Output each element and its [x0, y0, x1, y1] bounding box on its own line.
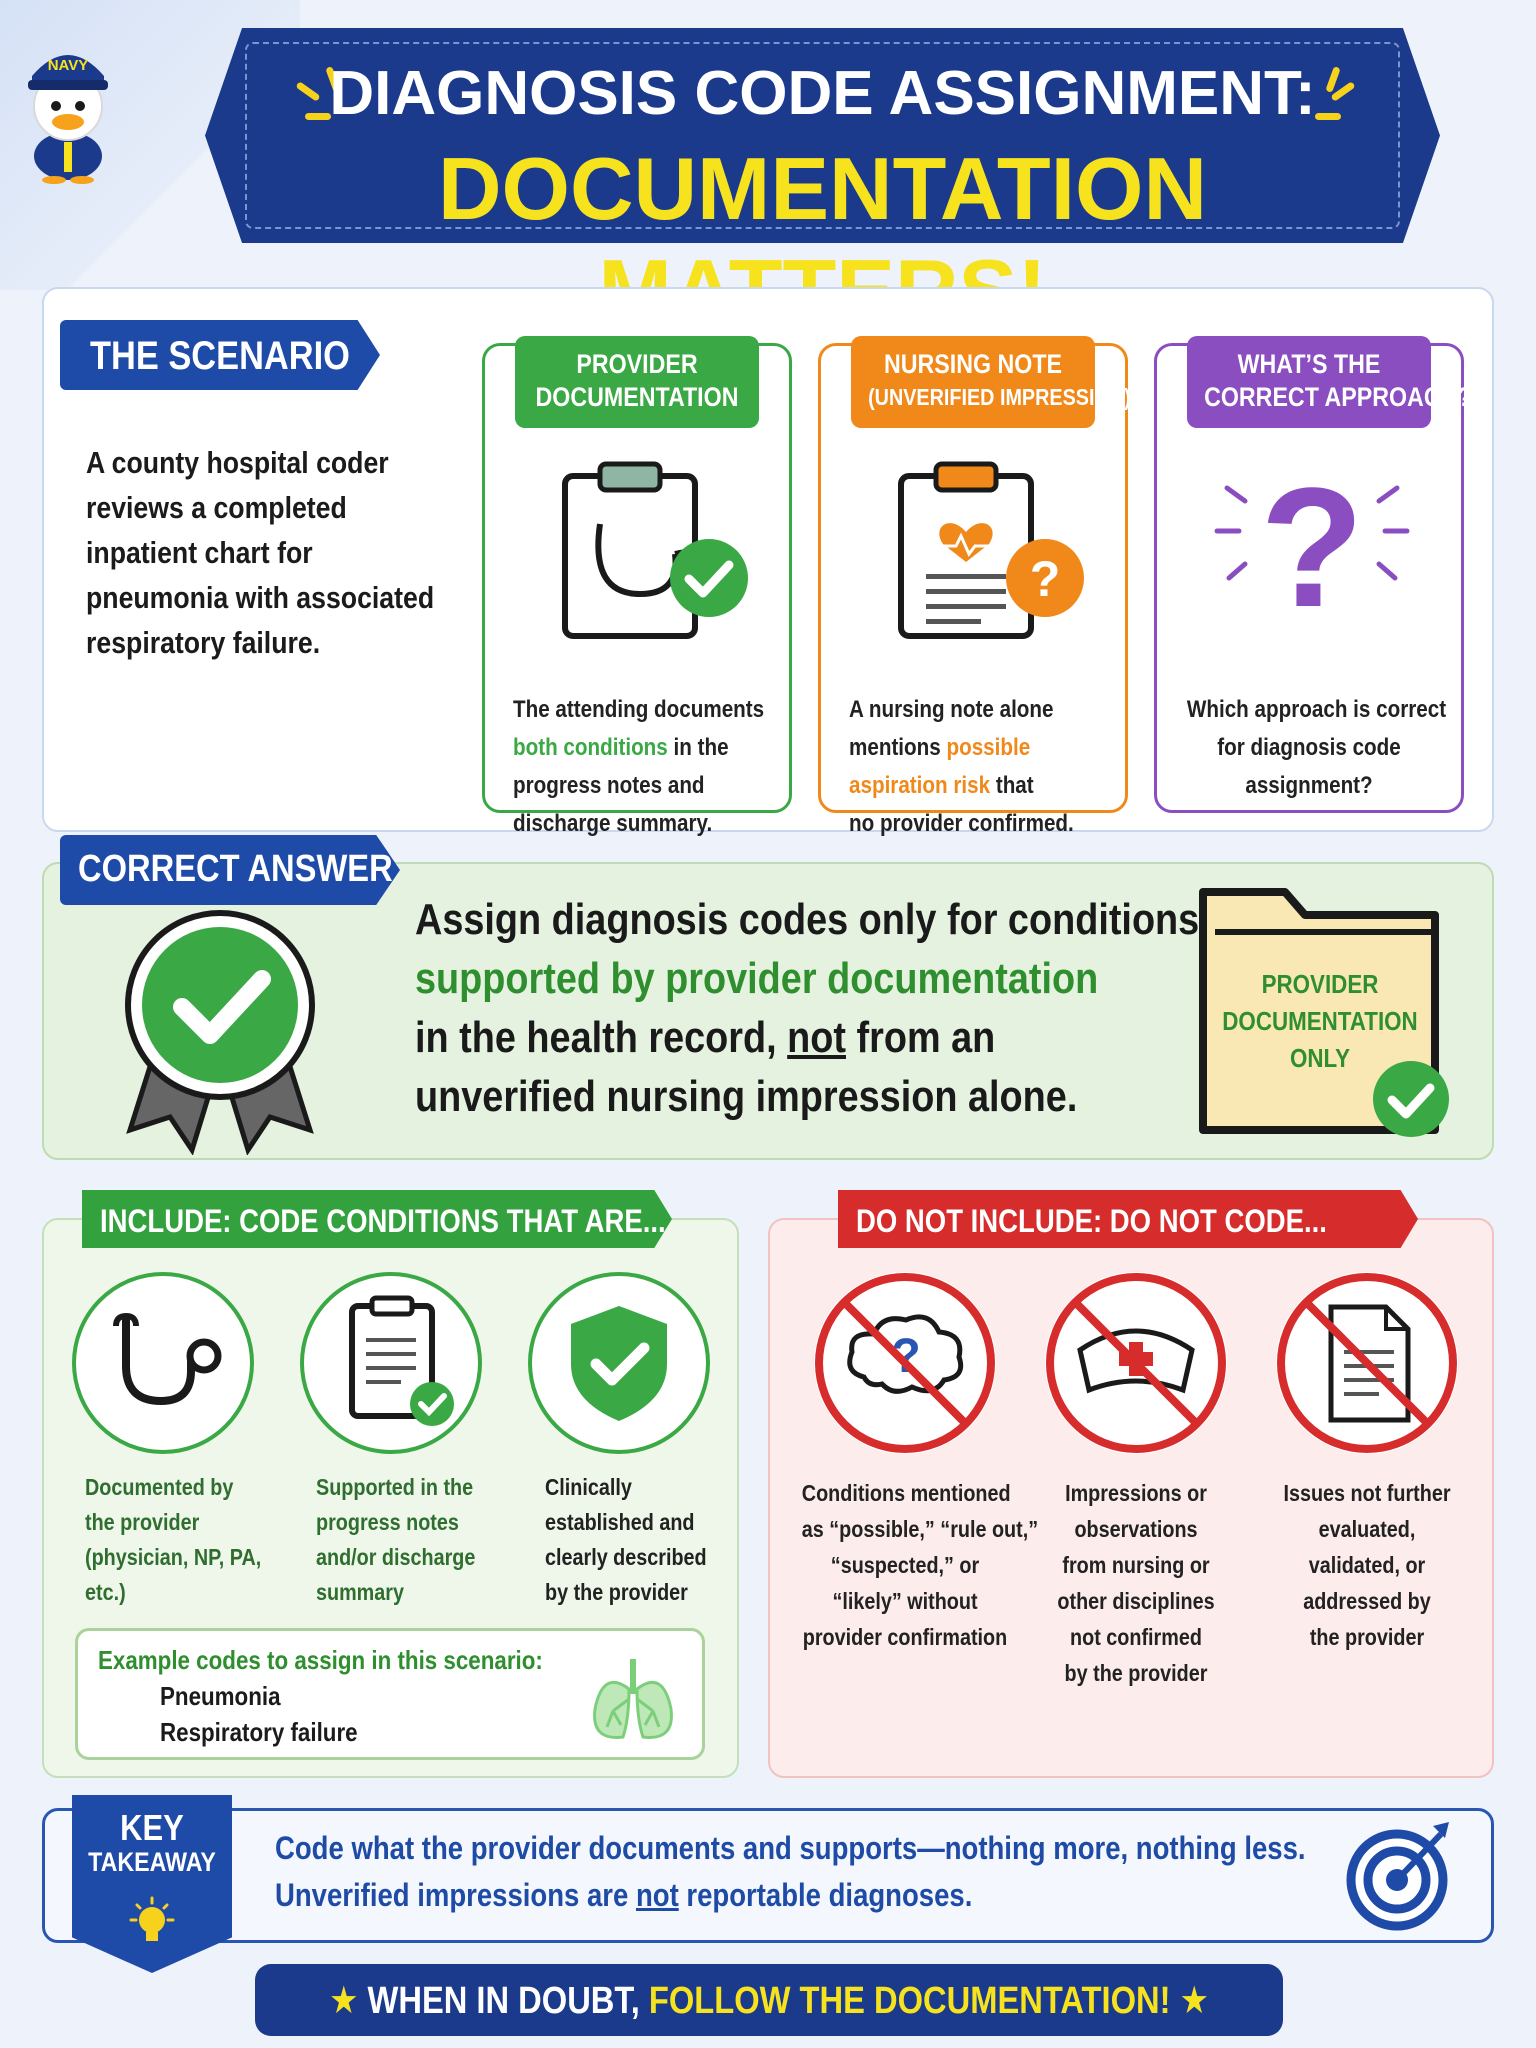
- svg-text:?: ?: [1030, 551, 1061, 607]
- footer-banner: ★ WHEN IN DOUBT, FOLLOW THE DOCUMENTATIO…: [255, 1964, 1283, 2036]
- footer-text: ★ WHEN IN DOUBT, FOLLOW THE DOCUMENTATIO…: [329, 1980, 1209, 2022]
- scenario-line: A county hospital coder: [86, 445, 389, 480]
- folder-label: PROVIDER DOCUMENTATION ONLY: [1222, 969, 1418, 1073]
- include-item-1-text: Documented by the provider (physician, N…: [85, 1474, 262, 1605]
- prohibited-document-icon: [1276, 1272, 1458, 1454]
- key-takeaway-panel: [42, 1808, 1494, 1943]
- prohibited-thought-cloud-icon: ?: [814, 1272, 996, 1454]
- correct-answer-text: Assign diagnosis codes only for conditio…: [415, 895, 1200, 1121]
- target-arrow-icon: [1345, 1818, 1455, 1933]
- correct-approach-card: WHAT’S THE CORRECT APPROACH? ? Which app…: [1154, 336, 1472, 813]
- nursing-note-card: NURSING NOTE (UNVERIFIED IMPRESSION) ? A…: [818, 336, 1131, 837]
- example-codes-label: Example codes to assign in this scenario…: [98, 1645, 543, 1675]
- scenario-line: respiratory failure.: [86, 625, 321, 660]
- include-tag-label: INCLUDE: CODE CONDITIONS THAT ARE...: [100, 1203, 666, 1239]
- check-badge-icon: [1370, 1058, 1452, 1140]
- exclude-tag: DO NOT INCLUDE: DO NOT CODE...: [838, 1190, 1418, 1248]
- include-item-3-text: Clinically established and clearly descr…: [545, 1474, 707, 1605]
- example-code: Pneumonia: [160, 1681, 281, 1711]
- include-item-2-text: Supported in the progress notes and/or d…: [316, 1474, 476, 1605]
- correct-answer-tag-label: CORRECT ANSWER: [78, 848, 393, 890]
- exclude-item-2-text: Impressions or observations from nursing…: [1057, 1480, 1215, 1686]
- scenario-line: pneumonia with associated: [86, 580, 435, 615]
- star-icon: ★: [329, 1980, 359, 2022]
- star-icon: ★: [1170, 1980, 1209, 2022]
- nursing-card-text: A nursing note alone mentions possible a…: [849, 696, 1074, 837]
- clipboard-check-icon: [300, 1272, 482, 1454]
- exclude-item-3-text: Issues not further evaluated, validated,…: [1283, 1480, 1451, 1650]
- duck-mascot-icon: NAVY: [18, 14, 118, 184]
- provider-card-title: PROVIDER DOCUMENTATION: [515, 336, 759, 428]
- clipboard-heart-icon: [881, 454, 1081, 654]
- provider-documentation-card: PROVIDER DOCUMENTATION The attending doc…: [482, 336, 792, 837]
- correct-answer-tag: CORRECT ANSWER: [60, 835, 400, 905]
- question-mark-icon: ?: [1197, 453, 1427, 643]
- scenario-tag: THE SCENARIO: [60, 320, 380, 390]
- check-badge-icon: [667, 536, 751, 620]
- exclude-tag-label: DO NOT INCLUDE: DO NOT CODE...: [856, 1203, 1327, 1239]
- scenario-tag-label: THE SCENARIO: [90, 334, 350, 378]
- exclude-item-1-text: Conditions mentioned as “possible,” “rul…: [801, 1480, 1039, 1650]
- prohibited-nurse-cap-icon: [1045, 1272, 1227, 1454]
- shield-check-icon: [528, 1272, 710, 1454]
- nursing-card-title: NURSING NOTE (UNVERIFIED IMPRESSION): [851, 336, 1131, 428]
- approach-card-title: WHAT’S THE CORRECT APPROACH?: [1187, 336, 1472, 428]
- title-banner: DIAGNOSIS CODE ASSIGNMENT: DOCUMENTATION…: [205, 28, 1440, 340]
- scenario-line: reviews a completed: [86, 490, 347, 525]
- key-takeaway-line-1: Code what the provider documents and sup…: [275, 1830, 1306, 1866]
- award-ribbon-icon: [120, 905, 320, 1156]
- example-code: Respiratory failure: [160, 1717, 358, 1747]
- approach-card-text: Which approach is correct for diagnosis …: [1186, 696, 1447, 799]
- mascot-cap-text: NAVY: [48, 57, 89, 74]
- example-codes-box: Example codes to assign in this scenario…: [75, 1628, 705, 1760]
- include-tag: INCLUDE: CODE CONDITIONS THAT ARE...: [82, 1190, 672, 1248]
- title-line-1: DIAGNOSIS CODE ASSIGNMENT:: [329, 59, 1316, 128]
- lungs-icon: [583, 1649, 683, 1749]
- lightbulb-icon: [127, 1895, 177, 1955]
- provider-card-text: The attending documents both conditions …: [513, 696, 765, 837]
- key-takeaway-badge: KEY TAKEAWAY: [72, 1795, 232, 1973]
- stethoscope-icon: [72, 1272, 254, 1454]
- scenario-text: A county hospital coder reviews a comple…: [86, 440, 486, 665]
- svg-text:?: ?: [1260, 456, 1364, 636]
- folder-icon: [1195, 880, 1455, 1140]
- key-takeaway-line-2: Unverified impressions are not reportabl…: [275, 1877, 973, 1913]
- scenario-line: inpatient chart for: [86, 535, 313, 570]
- question-badge-icon: ?: [1003, 536, 1087, 620]
